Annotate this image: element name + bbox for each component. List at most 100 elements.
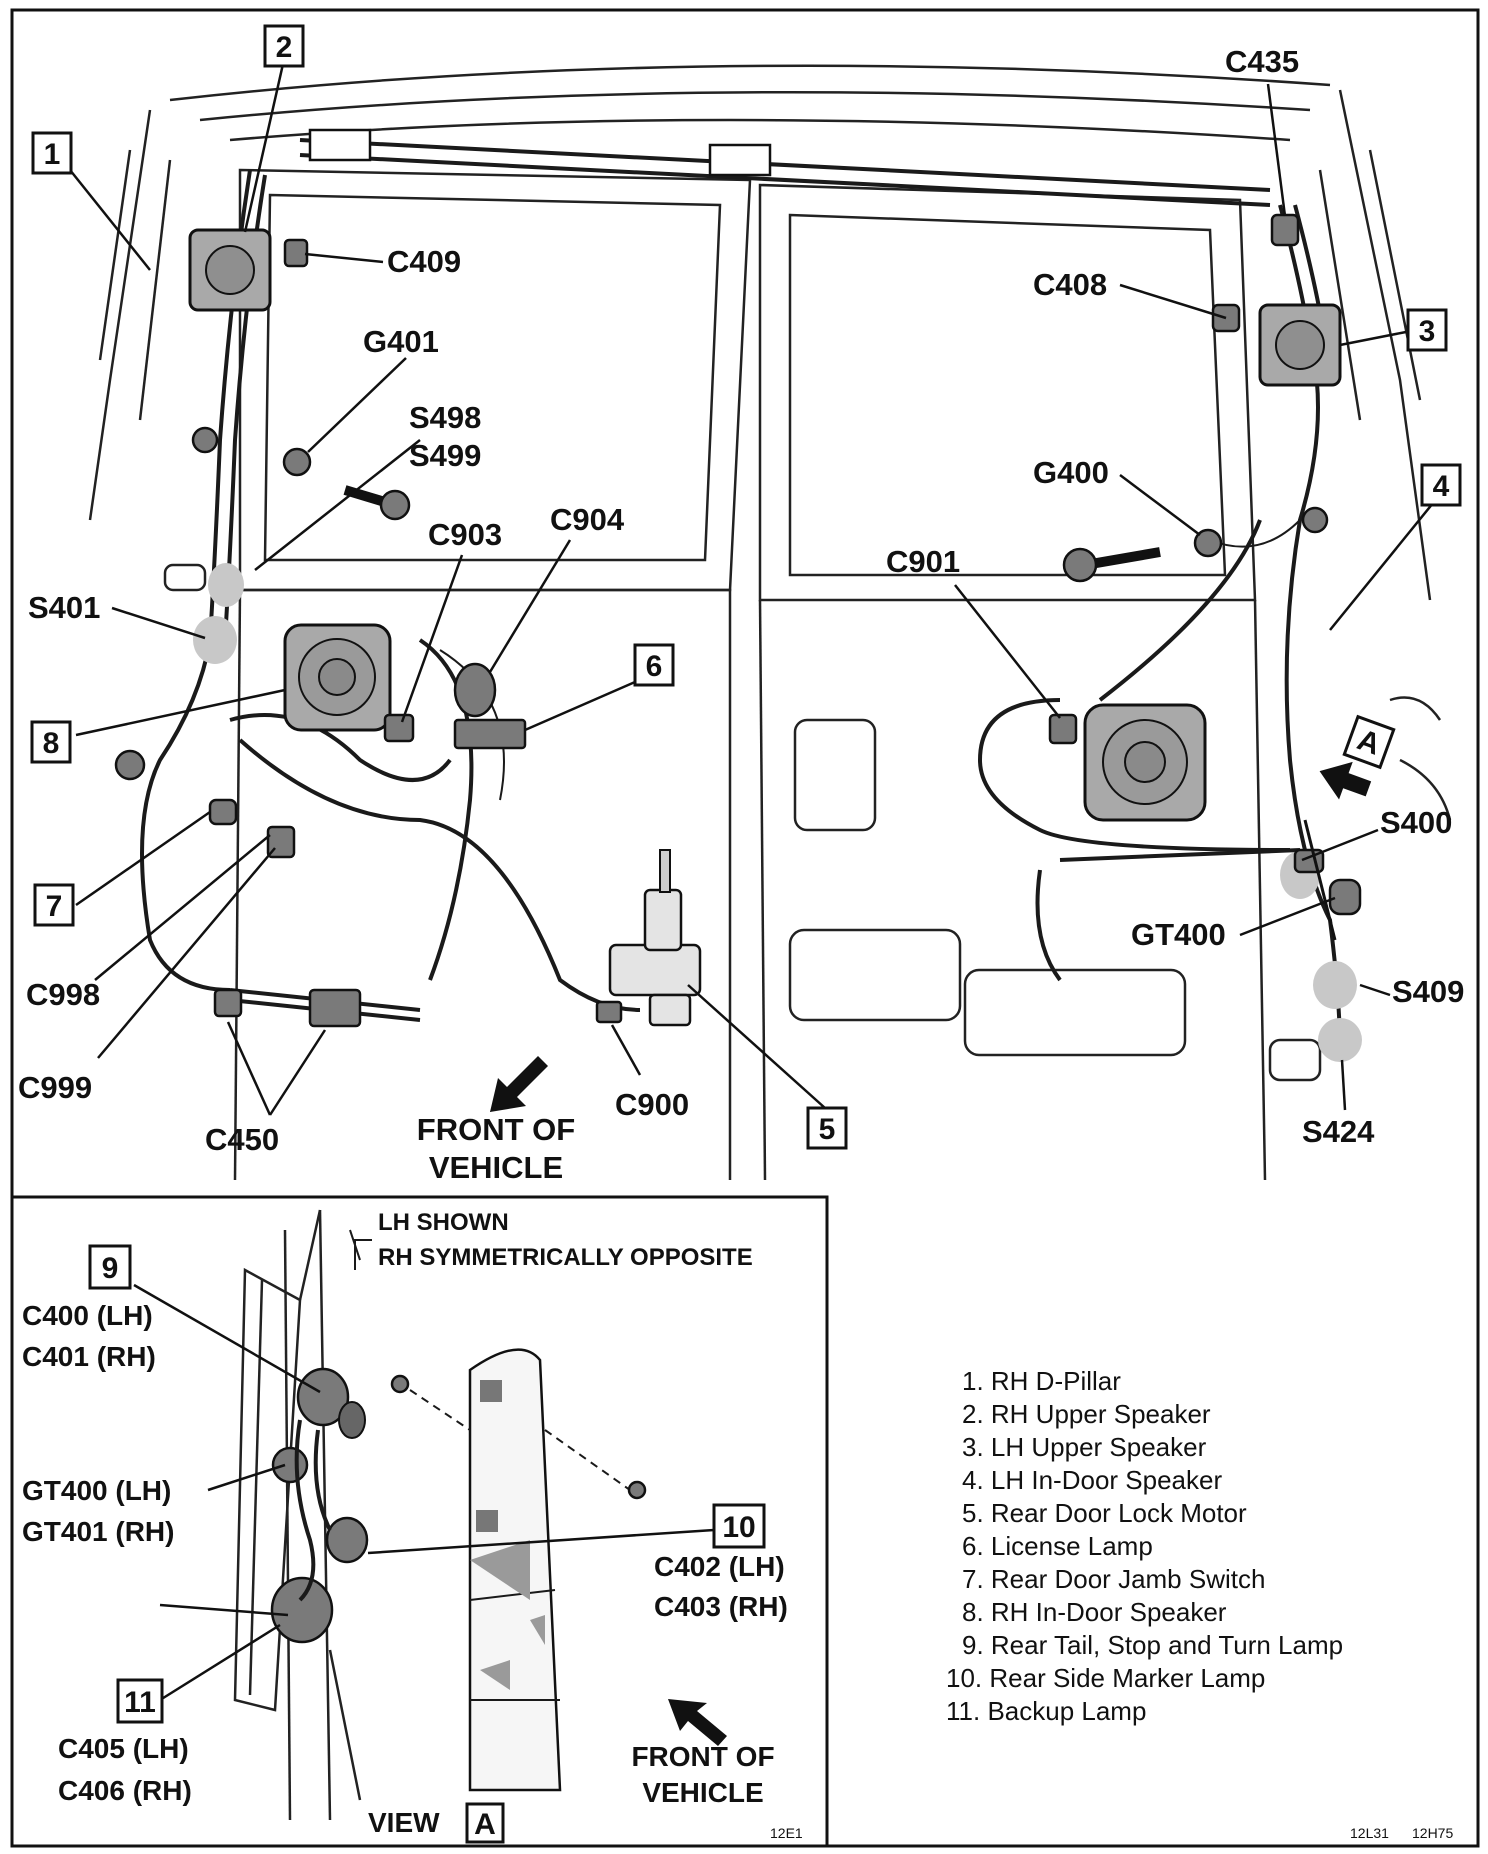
jamb-switch-boot bbox=[114, 749, 146, 781]
connector-c409 bbox=[283, 238, 309, 268]
rh-upper-speaker bbox=[188, 228, 272, 312]
callout-4: 4 bbox=[1420, 463, 1462, 507]
clip-right bbox=[1301, 506, 1329, 534]
legend-item-7: 7. Rear Door Jamb Switch bbox=[962, 1564, 1265, 1594]
leader-lines bbox=[69, 63, 1443, 1116]
svg-text:9: 9 bbox=[102, 1252, 119, 1285]
svg-text:7: 7 bbox=[46, 890, 63, 923]
svg-text:11: 11 bbox=[124, 1686, 156, 1719]
license-lamp bbox=[453, 718, 527, 750]
callout-6: 6 bbox=[633, 643, 675, 687]
label-inset-front-2: VEHICLE bbox=[642, 1777, 763, 1808]
svg-text:1: 1 bbox=[44, 138, 61, 171]
svg-text:5: 5 bbox=[819, 1113, 836, 1146]
legend-item-9: 9. Rear Tail, Stop and Turn Lamp bbox=[962, 1630, 1343, 1660]
callout-9: 9 bbox=[88, 1244, 132, 1290]
label-s499: S499 bbox=[409, 438, 481, 473]
svg-text:8: 8 bbox=[43, 727, 60, 760]
label-c450: C450 bbox=[205, 1122, 279, 1157]
connector-c450-a bbox=[213, 988, 243, 1018]
lh-upper-speaker bbox=[1258, 303, 1342, 387]
inset-frame bbox=[10, 1195, 829, 1848]
label-s400: S400 bbox=[1380, 805, 1452, 840]
label-c998: C998 bbox=[26, 977, 100, 1012]
svg-text:6: 6 bbox=[646, 650, 663, 683]
legend-item-4: 4. LH In-Door Speaker bbox=[962, 1465, 1222, 1495]
label-rh-opposite: RH SYMMETRICALLY OPPOSITE bbox=[378, 1244, 753, 1271]
connector-c904 bbox=[453, 662, 497, 718]
svg-text:3: 3 bbox=[1419, 315, 1436, 348]
svg-text:10: 10 bbox=[722, 1511, 755, 1544]
callout-5: 5 bbox=[806, 1106, 848, 1150]
bolt-g401 bbox=[379, 489, 411, 521]
label-c901: C901 bbox=[886, 544, 960, 579]
label-c903: C903 bbox=[428, 517, 502, 552]
legend-item-11: 11. Backup Lamp bbox=[946, 1696, 1146, 1726]
callout-7: 7 bbox=[33, 883, 75, 927]
inset-labels: LH SHOWN RH SYMMETRICALLY OPPOSITE C400 … bbox=[22, 1209, 803, 1844]
footer-code-1: 12L31 bbox=[1350, 1825, 1389, 1841]
label-g400: G400 bbox=[1033, 455, 1109, 490]
ground-gt400-inset bbox=[271, 1446, 309, 1484]
ground-g401 bbox=[282, 447, 312, 477]
front-arrow-main bbox=[490, 1056, 548, 1112]
svg-text:2: 2 bbox=[276, 31, 293, 64]
label-s424: S424 bbox=[1302, 1114, 1375, 1149]
legend-item-2: 2. RH Upper Speaker bbox=[962, 1399, 1211, 1429]
label-lh-shown: LH SHOWN bbox=[378, 1209, 509, 1236]
connector-c435 bbox=[1270, 213, 1300, 247]
label-c999: C999 bbox=[18, 1070, 92, 1105]
legend: 1. RH D-Pillar 2. RH Upper Speaker 3. LH… bbox=[946, 1366, 1343, 1726]
label-c405: C405 (LH) bbox=[58, 1733, 189, 1764]
ground-g400 bbox=[1193, 528, 1223, 558]
label-c409: C409 bbox=[387, 244, 461, 279]
label-view-letter: A bbox=[474, 1808, 496, 1841]
legend-item-6: 6. License Lamp bbox=[962, 1531, 1153, 1561]
connector-c903 bbox=[383, 713, 415, 743]
callout-11: 11 bbox=[116, 1678, 164, 1724]
callout-1: 1 bbox=[31, 131, 73, 175]
wire-harness bbox=[140, 128, 1342, 1051]
socket-side-marker bbox=[325, 1516, 369, 1564]
callout-10: 10 bbox=[712, 1503, 766, 1549]
label-c904: C904 bbox=[550, 502, 625, 537]
label-front-of-vehicle-1: FRONT OF bbox=[417, 1112, 575, 1147]
inset-drawing bbox=[133, 1209, 715, 1821]
connector-c901 bbox=[1048, 713, 1078, 745]
label-c435: C435 bbox=[1225, 44, 1299, 79]
callout-3: 3 bbox=[1406, 308, 1448, 352]
label-s409: S409 bbox=[1392, 974, 1464, 1009]
door-jamb-switch bbox=[208, 798, 238, 826]
connectors bbox=[114, 213, 1362, 1028]
label-gt400: GT400 bbox=[1131, 917, 1226, 952]
label-c400: C400 (LH) bbox=[22, 1300, 153, 1331]
splice-s409 bbox=[1313, 961, 1357, 1009]
label-s498: S498 bbox=[409, 400, 481, 435]
bolt-g400 bbox=[1062, 547, 1098, 583]
legend-item-5: 5. Rear Door Lock Motor bbox=[962, 1498, 1247, 1528]
legend-item-8: 8. RH In-Door Speaker bbox=[962, 1597, 1227, 1627]
label-g401: G401 bbox=[363, 324, 439, 359]
label-c402: C402 (LH) bbox=[654, 1551, 785, 1582]
label-view: VIEW bbox=[368, 1807, 440, 1838]
label-c401: C401 (RH) bbox=[22, 1341, 156, 1372]
splice-s401 bbox=[193, 616, 237, 664]
view-a-arrow bbox=[1319, 761, 1372, 800]
label-s401: S401 bbox=[28, 590, 100, 625]
vehicle-body-outline bbox=[88, 64, 1452, 1181]
footer-code-2: 12H75 bbox=[1412, 1825, 1453, 1841]
front-arrow-inset bbox=[668, 1699, 727, 1746]
connector-c900 bbox=[595, 1000, 623, 1024]
main-labels: C435 C409 C408 G401 S498 S499 G400 C903 … bbox=[18, 44, 1464, 1185]
label-inset-front-1: FRONT OF bbox=[631, 1741, 774, 1772]
splice-s424 bbox=[1318, 1018, 1362, 1062]
label-c403: C403 (RH) bbox=[654, 1591, 788, 1622]
connector-gt400 bbox=[1328, 878, 1362, 916]
label-inset-code: 12E1 bbox=[770, 1825, 803, 1841]
label-gt400-lh: GT400 (LH) bbox=[22, 1475, 171, 1506]
label-gt401-rh: GT401 (RH) bbox=[22, 1516, 174, 1547]
legend-item-3: 3. LH Upper Speaker bbox=[962, 1432, 1207, 1462]
socket-tail-lamp bbox=[296, 1367, 350, 1427]
